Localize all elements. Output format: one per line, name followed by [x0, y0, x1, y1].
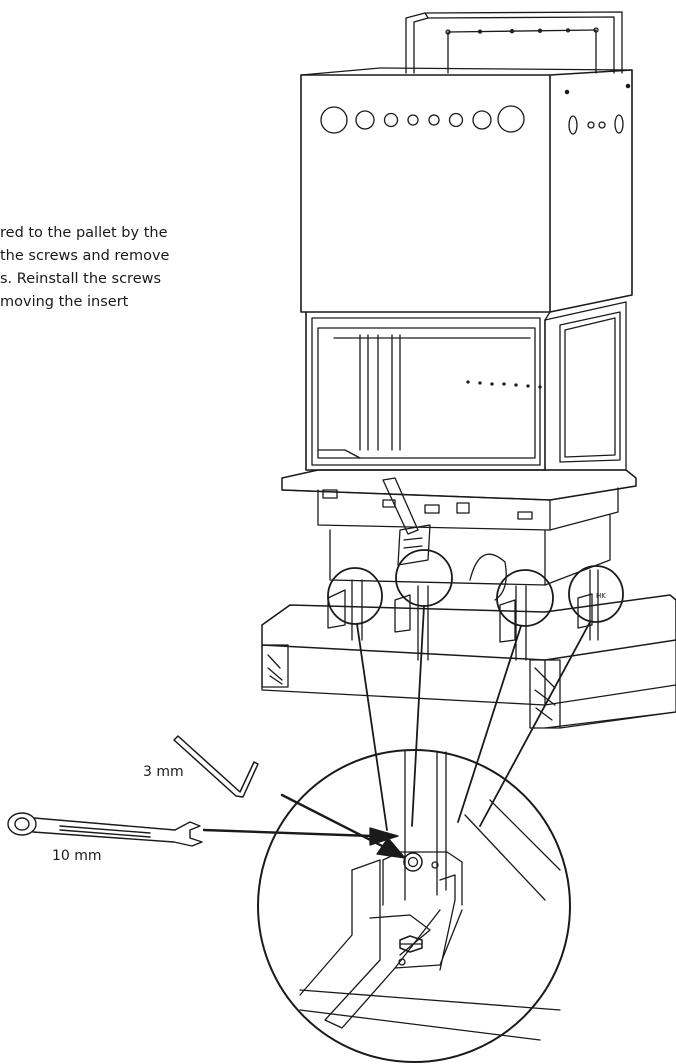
instruction-line-1: red to the pallet by the — [0, 225, 168, 241]
wrench-icon — [7, 812, 203, 847]
arrow-wrench-to-bolt — [202, 827, 399, 846]
instruction-line-4: moving the insert — [0, 294, 129, 310]
callout-lines — [356, 605, 591, 831]
instruction-text: red to the pallet by the the screws and … — [0, 222, 260, 314]
detail-circles — [327, 549, 624, 627]
allen-key-size-label: 3 mm — [143, 764, 184, 780]
lower-body — [281, 469, 637, 601]
stamp-text: HK — [596, 592, 606, 600]
instruction-line-2: the screws and remove — [0, 248, 170, 264]
upper-casing — [300, 67, 633, 313]
lifting-frame — [405, 11, 623, 74]
pallet — [261, 589, 676, 729]
allen-key-icon — [173, 735, 259, 798]
detail-magnified — [257, 749, 571, 1063]
wrench-size-label: 10 mm — [52, 848, 102, 864]
instruction-line-3: s. Reinstall the screws — [0, 271, 162, 287]
firebox — [305, 301, 627, 471]
legs — [351, 569, 599, 661]
